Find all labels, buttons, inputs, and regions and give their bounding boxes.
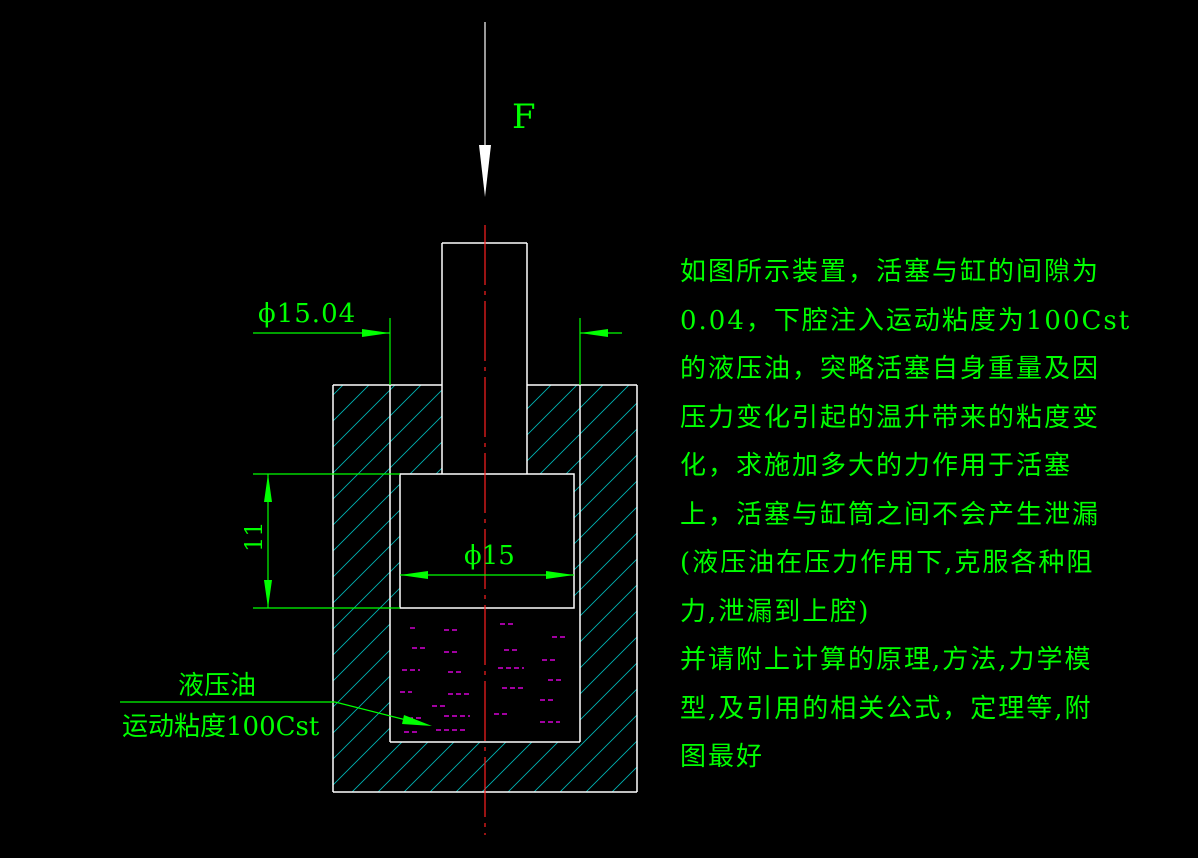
- outer-diameter-arrow-right: [580, 329, 608, 337]
- problem-line: (液压油在压力作用下,克服各种阻: [680, 548, 1095, 578]
- problem-line: 0.04，下腔注入运动粘度为100Cst: [680, 305, 1132, 336]
- piston-diameter-arrow-left: [400, 571, 428, 579]
- hatch-line: [333, 385, 637, 792]
- problem-line: 力,泄漏到上腔): [680, 596, 871, 627]
- hatch-line: [333, 385, 637, 792]
- hatch-line: [475, 385, 637, 792]
- piston-height-arrow-bottom: [264, 580, 272, 608]
- hatch-line: [333, 385, 637, 792]
- outer-diameter-arrow-left: [362, 329, 390, 337]
- oil-viscosity-label: 运动粘度100Cst: [122, 712, 320, 742]
- cylinder-outline: [332, 384, 638, 793]
- hatch-line: [333, 385, 637, 792]
- oil-leader: [120, 701, 432, 726]
- force-label: F: [512, 97, 536, 137]
- problem-line: 图最好: [680, 742, 765, 772]
- piston-height-arrow-top: [264, 474, 272, 502]
- oil-name-label: 液压油: [178, 671, 256, 701]
- force-arrow: [479, 22, 491, 197]
- piston-head: [399, 473, 575, 609]
- problem-line: 压力变化引起的温升带来的粘度变: [680, 402, 1101, 433]
- problem-statement: 如图所示装置，活塞与缸的间隙为 0.04，下腔注入运动粘度为100Cst 的液压…: [680, 248, 1132, 782]
- hatch-line: [333, 385, 637, 792]
- piston-height-label: 11: [240, 521, 268, 552]
- problem-line: 如图所示装置，活塞与缸的间隙为: [680, 257, 1101, 287]
- outer-diameter-label: ϕ15.04: [258, 299, 356, 329]
- hatch-line: [449, 385, 637, 792]
- problem-line: 型,及引用的相关公式，定理等,附: [680, 693, 1093, 724]
- hatch-line: [333, 385, 637, 792]
- hatch-line: [333, 385, 637, 792]
- hatch-line: [333, 385, 637, 792]
- hatch-line: [333, 385, 637, 792]
- piston-height-dimension: [253, 473, 400, 609]
- problem-line: 并请附上计算的原理,方法,力学模: [680, 645, 1093, 675]
- problem-line: 的液压油，突略活塞自身重量及因: [680, 354, 1101, 384]
- problem-line: 化，求施加多大的力作用于活塞: [680, 451, 1073, 481]
- problem-line: 上，活塞与缸筒之间不会产生泄漏: [680, 499, 1101, 530]
- hatch-line: [333, 385, 637, 792]
- hatch-line: [333, 385, 637, 792]
- piston-diameter-label: ϕ15: [464, 541, 515, 571]
- hydraulic-oil-marks: [400, 623, 566, 733]
- piston-diameter-arrow-right: [546, 571, 574, 579]
- hatch-line: [333, 385, 637, 792]
- hatch-line: [333, 385, 637, 792]
